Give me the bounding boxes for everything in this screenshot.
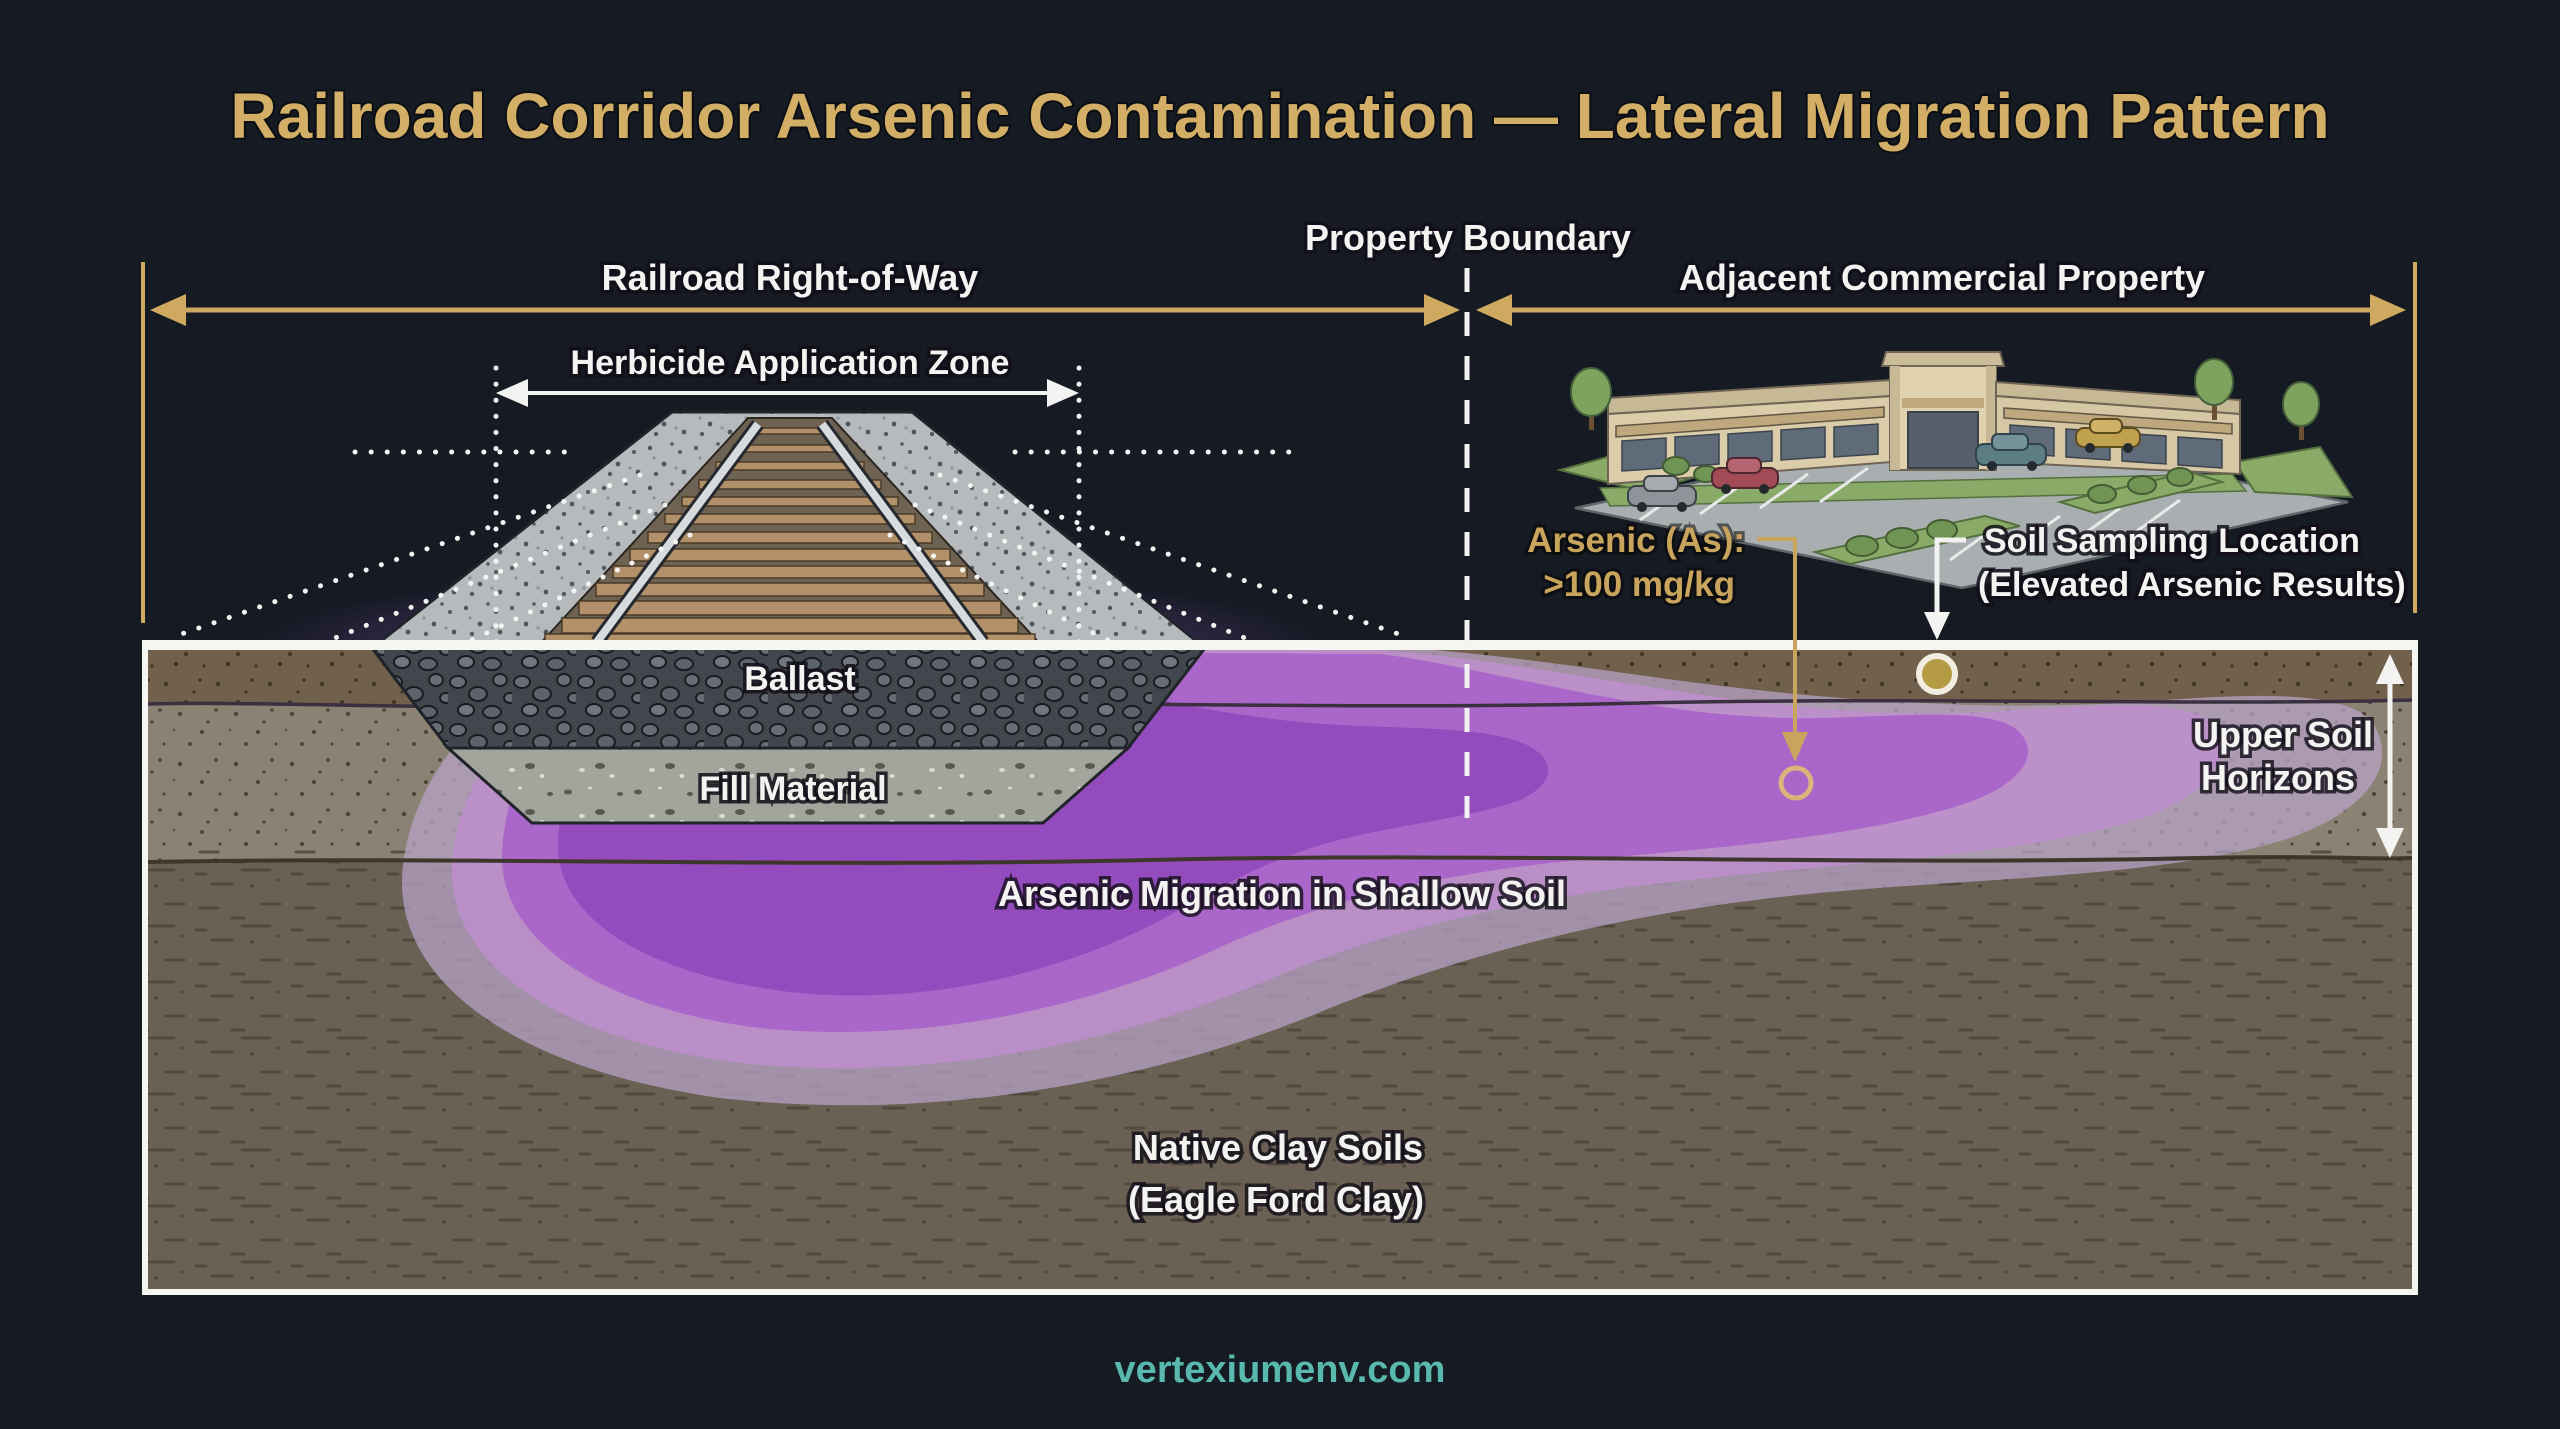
adjacent-property-arrow [1476, 294, 2406, 326]
building-left-awning [1615, 406, 1885, 438]
building-tower-pilaster-left [1890, 366, 1900, 470]
arsenic-leader-arrowhead [1782, 732, 1808, 762]
sampling-leader-line [1934, 537, 1966, 616]
car-gold [2075, 418, 2141, 453]
arsenic-label-line2: >100 mg/kg [1543, 565, 1735, 604]
herbicide-zone-label: Herbicide Application Zone [571, 344, 1010, 382]
page-title: Railroad Corridor Arsenic Contamination … [230, 80, 2329, 152]
car-red [1711, 457, 1779, 494]
upper-soil-label-line1: Upper Soil [2193, 714, 2373, 755]
sampling-label-line2: (Elevated Arsenic Results) [1978, 566, 2406, 604]
railroad-right-of-way-label: Railroad Right-of-Way [602, 257, 979, 298]
arsenic-leader-line [1757, 537, 1797, 738]
commercial-building-illustration [1556, 351, 2354, 590]
upper-soil-depth-arrow [2376, 654, 2404, 858]
fill-material-layer [444, 746, 1132, 825]
ballast-label: Ballast [744, 660, 856, 698]
building-tower-pilaster-right [1986, 366, 1996, 470]
arsenic-migration-label: Arsenic Migration in Shallow Soil [998, 873, 1566, 914]
soil-cross-section [142, 640, 2418, 1295]
deep-sample-marker [1778, 765, 1814, 801]
parked-cars [1627, 418, 2141, 512]
railroad-right-of-way-arrow [150, 294, 1460, 326]
adjacent-commercial-property-label: Adjacent Commercial Property [1679, 257, 2205, 298]
rails [591, 419, 989, 647]
clay-boundary-line [148, 855, 2412, 865]
herbicide-spray-lines [167, 365, 1413, 645]
car-teal [1975, 433, 2047, 471]
website-footer: vertexiumenv.com [1115, 1349, 1446, 1391]
trees [1570, 358, 2320, 440]
lawn-right [2233, 445, 2354, 499]
upper-soil-horizons-callout: Upper Soil Horizons [2189, 654, 2404, 858]
property-boundary-label: Property Boundary [1305, 217, 1631, 258]
sampling-leader-arrowhead [1924, 612, 1950, 640]
car-gray [1627, 475, 1697, 512]
soil-sampling-callout: Soil Sampling Location (Elevated Arsenic… [1916, 519, 2409, 695]
arsenic-callout: Arsenic (As): >100 mg/kg [1524, 518, 1814, 801]
native-clay-label-line1: Native Clay Soils [1133, 1127, 1423, 1168]
building-left-windows [1621, 423, 1879, 472]
header-annotations: Railroad Right-of-Way Property Boundary … [141, 214, 2417, 623]
surface-sample-marker [1916, 653, 1958, 695]
bushes [1662, 456, 2194, 557]
lawn-front-strip [1598, 473, 2248, 507]
building-entry-header [1902, 398, 1984, 408]
building-tower-cornice [1880, 351, 2006, 367]
cross-section-frame [142, 640, 2418, 1295]
arsenic-label-line1: Arsenic (As): [1527, 521, 1745, 560]
sampling-label-line1: Soil Sampling Location [1984, 522, 2360, 560]
fill-material-label: Fill Material [699, 770, 886, 808]
native-clay-label-line2: (Eagle Ford Clay) [1128, 1179, 1424, 1220]
herbicide-zone-arrow [496, 379, 1079, 407]
upper-soil-label-line2: Horizons [2201, 757, 2355, 798]
building-entry-glass [1907, 411, 1979, 469]
